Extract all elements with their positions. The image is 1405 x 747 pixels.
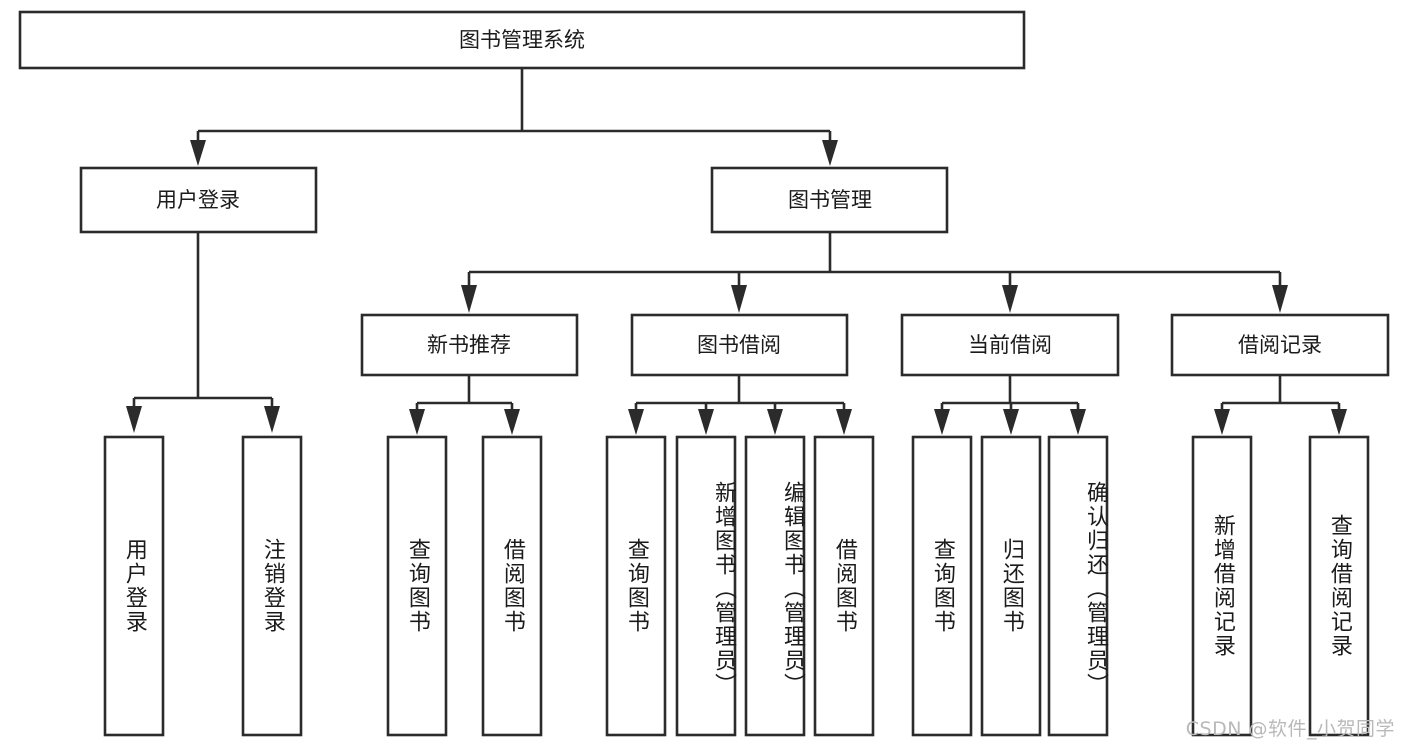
node-leaf-query-record-box[interactable] xyxy=(1308,435,1370,737)
node-current-borrow[interactable]: 当前借阅 xyxy=(900,313,1120,377)
node-book-manage-label: 图书管理 xyxy=(788,188,872,212)
node-leaf-add-book-box[interactable] xyxy=(675,435,737,737)
arrow-leaf-query-book-1 xyxy=(409,409,425,435)
node-new-book-recommend[interactable]: 新书推荐 xyxy=(360,313,579,377)
node-leaf-add-record-box[interactable] xyxy=(1191,435,1253,737)
node-borrow-record-box[interactable] xyxy=(1170,313,1390,377)
node-current-borrow-box[interactable] xyxy=(900,313,1120,377)
arrow-leaf-query-book-2 xyxy=(628,409,644,435)
node-book-borrow-label: 图书借阅 xyxy=(697,333,781,357)
arrow-leaf-edit-book xyxy=(767,409,783,435)
arrow-leaf-query-book-3 xyxy=(934,409,950,435)
node-user-login-label: 用户登录 xyxy=(156,188,240,212)
node-leaf-borrow-book-1-box[interactable] xyxy=(481,435,543,737)
arrow-leaf-query-record xyxy=(1331,409,1347,435)
arrow-borrow-record xyxy=(1272,285,1288,313)
connector-group xyxy=(126,68,1347,435)
node-current-borrow-label: 当前借阅 xyxy=(968,333,1052,357)
node-book-manage-box[interactable] xyxy=(710,166,949,234)
node-leaf-query-book-3-box[interactable] xyxy=(911,435,973,737)
arrow-leaf-user-login xyxy=(126,406,142,433)
node-borrow-record-label: 借阅记录 xyxy=(1238,333,1322,357)
arrow-leaf-borrow-book-2 xyxy=(836,409,852,435)
node-book-borrow-box[interactable] xyxy=(630,313,849,377)
arrow-to-book-manage xyxy=(822,140,838,166)
leaf-box-group xyxy=(103,435,1370,737)
arrow-book-borrow xyxy=(731,285,747,313)
node-leaf-query-book-1-box[interactable] xyxy=(386,435,448,737)
node-root-box[interactable] xyxy=(18,10,1026,70)
node-leaf-return-book-box[interactable] xyxy=(980,435,1042,737)
node-new-book-recommend-box[interactable] xyxy=(360,313,579,377)
node-book-manage[interactable]: 图书管理 xyxy=(710,166,949,234)
node-leaf-logout-box[interactable] xyxy=(241,435,303,737)
node-book-borrow[interactable]: 图书借阅 xyxy=(630,313,849,377)
arrow-leaf-logout xyxy=(264,406,280,433)
node-root-label: 图书管理系统 xyxy=(459,28,585,52)
arrow-leaf-borrow-book-1 xyxy=(504,409,520,435)
node-leaf-query-book-2-box[interactable] xyxy=(605,435,667,737)
node-leaf-user-login-box[interactable] xyxy=(103,435,165,737)
csdn-watermark: CSDN @软件_小贺同学 xyxy=(1185,718,1395,740)
arrow-to-user-login xyxy=(190,140,206,166)
node-leaf-borrow-book-2-box[interactable] xyxy=(813,435,875,737)
arrow-leaf-add-book xyxy=(698,409,714,435)
arrow-leaf-return-book xyxy=(1003,409,1019,435)
node-new-book-recommend-label: 新书推荐 xyxy=(427,333,511,357)
node-user-login[interactable]: 用户登录 xyxy=(79,166,318,234)
node-user-login-box[interactable] xyxy=(79,166,318,234)
node-root[interactable]: 图书管理系统 xyxy=(18,10,1026,70)
node-borrow-record[interactable]: 借阅记录 xyxy=(1170,313,1390,377)
arrow-leaf-add-record xyxy=(1214,409,1230,435)
arrow-current-borrow xyxy=(1002,285,1018,313)
node-leaf-confirm-return-box[interactable] xyxy=(1047,435,1109,737)
arrow-new-book-recommend xyxy=(461,285,477,313)
arrow-leaf-confirm-return xyxy=(1070,409,1086,435)
node-leaf-edit-book-box[interactable] xyxy=(744,435,806,737)
